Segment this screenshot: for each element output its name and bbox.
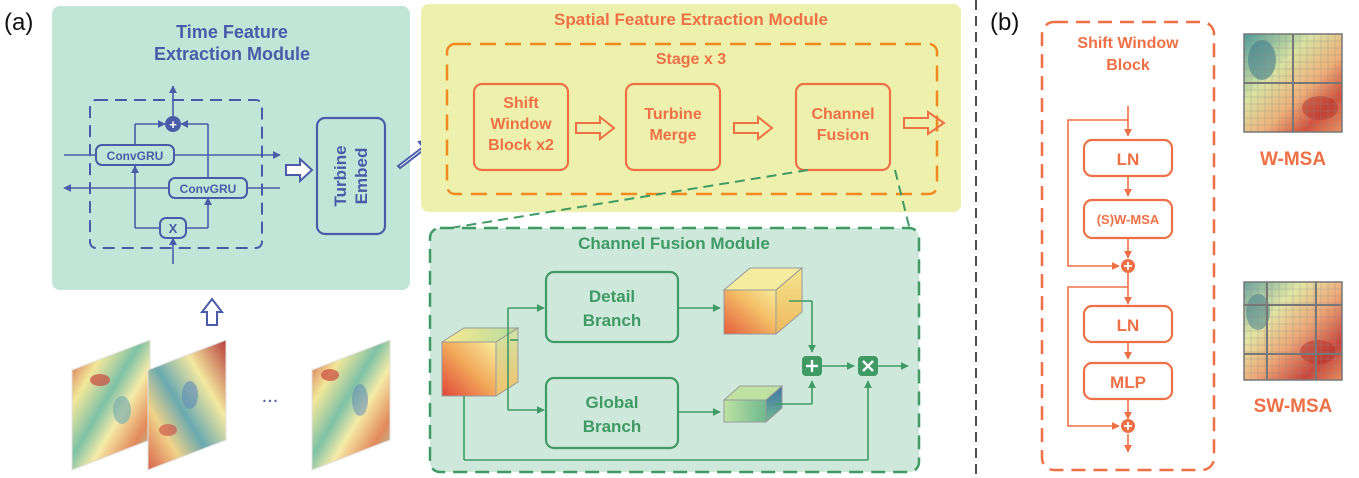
convgru-label-top: ConvGRU	[107, 149, 164, 163]
ln-box-1	[1082, 138, 1174, 178]
ellipsis: ...	[262, 385, 279, 407]
swmsa-box	[1082, 198, 1174, 240]
hollow-arrow-orange-icon-3	[903, 110, 946, 136]
zoom-line-left	[437, 169, 809, 231]
w-msa-label: W-MSA	[1260, 149, 1326, 170]
mlp-label: MLP	[1110, 373, 1146, 392]
swb-title-line1: Shift Window	[1077, 35, 1179, 52]
shift-window-line2: Window	[490, 116, 552, 133]
hollow-arrow-orange-icon	[575, 114, 616, 142]
spatial-module-title: Spatial Feature Extraction Module	[554, 10, 828, 29]
input-frames: ...	[71, 339, 391, 471]
ln-box-2	[1082, 304, 1174, 344]
stage-label: Stage x 3	[656, 51, 726, 68]
convgru-box-bottom	[168, 177, 248, 199]
global-branch-line1: Global	[586, 393, 639, 412]
hollow-arrow-up-icon	[199, 297, 225, 326]
global-feature-cube	[722, 384, 784, 424]
multiply-box	[159, 217, 187, 239]
time-module-title-line1: Time Feature	[176, 22, 288, 42]
panel-label-a: (a)	[4, 9, 33, 36]
turbine-merge-box	[624, 82, 722, 172]
channel-fusion-line2: Fusion	[817, 127, 869, 144]
time-module-title-line2: Extraction Module	[154, 44, 310, 64]
add-node-icon-green	[802, 356, 822, 376]
multiply-label: X	[169, 221, 178, 236]
shift-window-block-box	[472, 82, 570, 172]
global-branch-line2: Branch	[583, 417, 642, 436]
ln-label-1: LN	[1117, 150, 1140, 169]
zoom-line-right	[894, 169, 911, 231]
sw-msa-label: SW-MSA	[1254, 396, 1333, 417]
input-feature-cube	[440, 327, 520, 397]
turbine-embed-block: Turbine Embed	[315, 116, 387, 236]
input-frame-n	[311, 339, 391, 471]
spatial-feature-module: Spatial Feature Extraction Module Stage …	[421, 4, 961, 212]
detail-branch-box	[544, 270, 680, 344]
convgru-cell-border	[89, 99, 263, 249]
swmsa-label: (S)W-MSA	[1097, 212, 1160, 227]
ln-label-2: LN	[1117, 316, 1140, 335]
channel-fusion-module: Channel Fusion Module Detail Branch	[428, 226, 921, 474]
turbine-embed-line1: Turbine	[331, 145, 350, 206]
swb-title-line2: Block	[1106, 57, 1150, 74]
multiply-node-icon	[858, 356, 878, 376]
convgru-box-top	[95, 144, 175, 166]
channel-fusion-box	[794, 82, 892, 172]
global-branch-box	[544, 376, 680, 450]
shift-window-block-detail: Shift Window Block LN (S)W-MSA LN MLP	[1040, 20, 1216, 472]
mlp-box	[1082, 361, 1174, 401]
channel-fusion-module-title: Channel Fusion Module	[578, 234, 770, 253]
channel-fusion-line1: Channel	[811, 106, 874, 123]
shift-window-line1: Shift	[503, 95, 539, 112]
input-frame-2	[147, 339, 227, 471]
add-node-icon	[165, 116, 181, 132]
convgru-label-bottom: ConvGRU	[180, 182, 237, 196]
sw-msa-map	[1243, 281, 1343, 381]
add-node-label: +	[169, 117, 177, 132]
shift-window-line3: Block x2	[488, 137, 554, 154]
turbine-embed-line2: Embed	[352, 148, 371, 205]
turbine-merge-line2: Merge	[649, 127, 696, 144]
input-frame-1	[71, 339, 151, 471]
detail-branch-line2: Branch	[583, 311, 642, 330]
turbine-merge-line1: Turbine	[644, 106, 702, 123]
w-msa-map	[1243, 33, 1343, 133]
hollow-arrow-icon	[285, 156, 314, 184]
panel-label-b: (b)	[990, 9, 1019, 36]
detail-branch-line1: Detail	[589, 287, 635, 306]
hollow-arrow-orange-icon-2	[733, 114, 774, 142]
